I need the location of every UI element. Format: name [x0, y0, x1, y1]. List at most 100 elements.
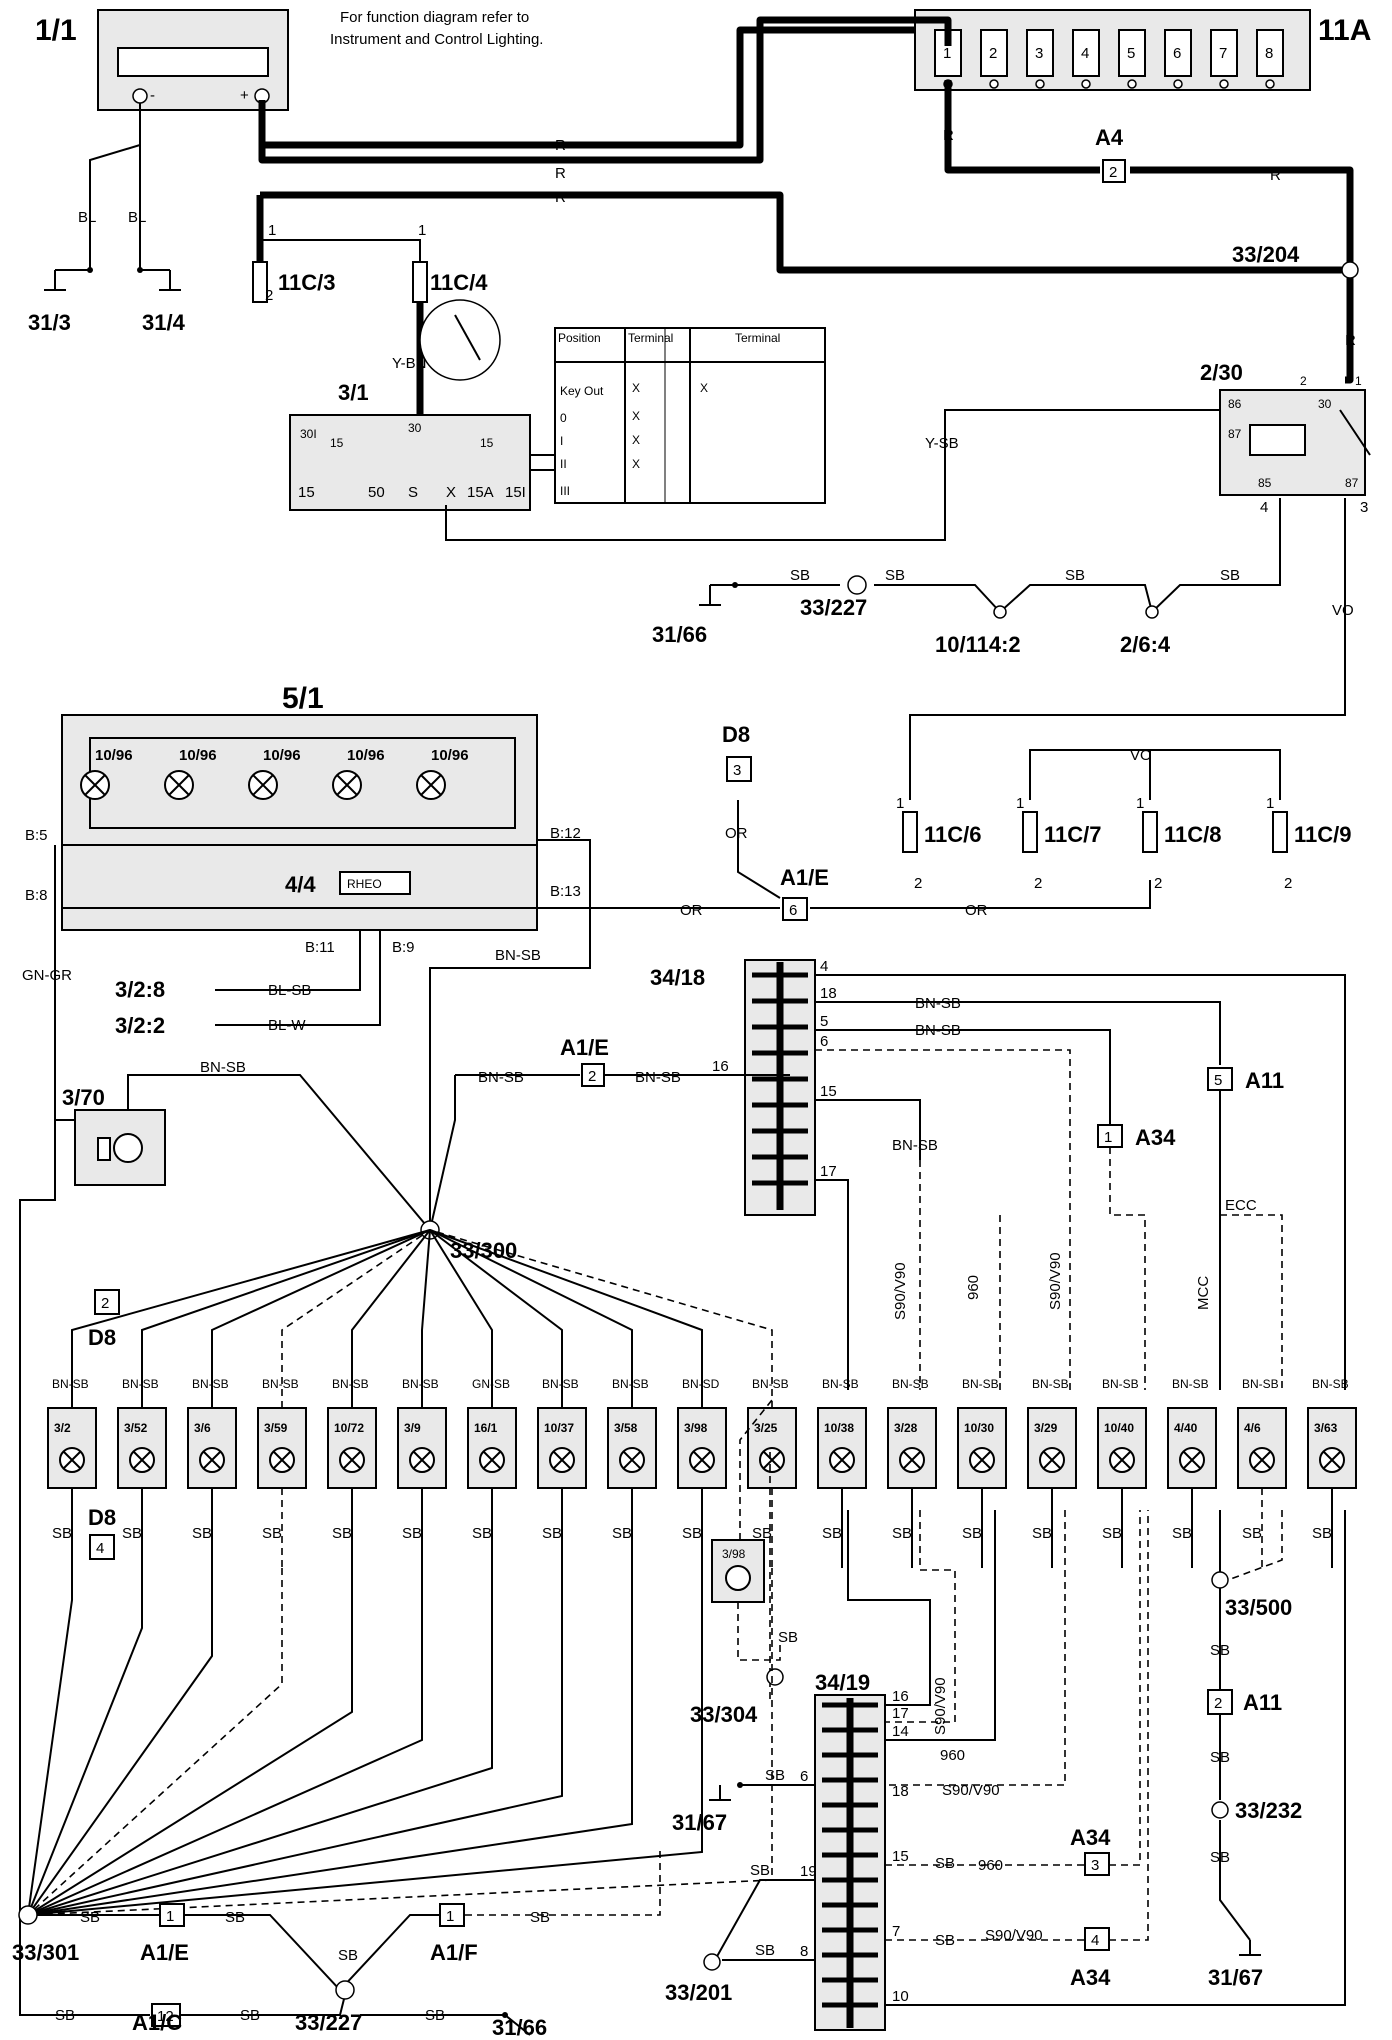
svg-text:BN-SB: BN-SB	[892, 1377, 929, 1391]
a34-b2-label: A34	[1070, 1965, 1111, 1990]
svg-text:BN-SB: BN-SB	[752, 1377, 789, 1391]
pin-34-18: 5	[820, 1013, 828, 1030]
svg-text:960: 960	[965, 1275, 982, 1300]
instrument-label: 5/1	[282, 682, 324, 715]
pin-34-18: 15	[820, 1083, 837, 1100]
a1e-bot-pin	[159, 1903, 185, 1927]
lamp-label: 3/58	[614, 1421, 638, 1435]
a34-b1-label: A34	[1070, 1825, 1111, 1850]
splice-33-500-label: 33/500	[1225, 1595, 1292, 1620]
svg-text:R: R	[555, 137, 566, 154]
svg-text:X: X	[632, 457, 640, 471]
splice-33-201	[703, 1953, 721, 1971]
a1f-pin	[439, 1903, 465, 1927]
battery-label: 1/1	[35, 14, 77, 47]
svg-text:86: 86	[1228, 397, 1242, 411]
svg-text:2: 2	[1034, 875, 1042, 892]
svg-text:SB: SB	[240, 2007, 260, 2024]
svg-text:BN-SB: BN-SB	[478, 1069, 524, 1086]
svg-text:BL: BL	[128, 209, 146, 226]
pin-34-18: 18	[820, 985, 837, 1002]
svg-text:Position: Position	[558, 331, 601, 345]
lamp-label: 10/72	[334, 1421, 364, 1435]
a1f-label: A1/F	[430, 1940, 478, 1965]
svg-text:+: +	[240, 87, 249, 104]
svg-text:R: R	[1345, 332, 1356, 349]
svg-text:1: 1	[1355, 374, 1362, 388]
fuse-slot-label: 3	[1035, 45, 1043, 62]
svg-text:VO: VO	[1332, 602, 1354, 619]
svg-text:BN-SB: BN-SB	[200, 1059, 246, 1076]
splice-33-304-label: 33/304	[690, 1702, 758, 1727]
svg-text:B:12: B:12	[550, 825, 581, 842]
fuse-slot	[1210, 29, 1238, 77]
a11-bot-label: A11	[1243, 1690, 1282, 1715]
lamp-label: 16/1	[474, 1421, 498, 1435]
svg-text:2: 2	[1284, 875, 1292, 892]
svg-text:S90/V90: S90/V90	[1047, 1252, 1064, 1310]
svg-text:BN-SB: BN-SB	[495, 947, 541, 964]
fuse-slot-label: 2	[989, 45, 997, 62]
wire-r-2	[258, 26, 915, 149]
svg-text:SB: SB	[122, 1525, 142, 1542]
fuse-slot	[1026, 29, 1054, 77]
svg-text:BN-SB: BN-SB	[122, 1377, 159, 1391]
wire-r-a4	[944, 80, 1100, 174]
fuse-11c4-label: 11C/4	[430, 270, 488, 295]
svg-text:15A: 15A	[467, 484, 494, 501]
svg-text:BN-SB: BN-SB	[192, 1377, 229, 1391]
svg-text:SB: SB	[332, 1525, 352, 1542]
a4-pin	[1102, 159, 1126, 183]
d8-mid-pin	[94, 1289, 120, 1315]
svg-text:Terminal: Terminal	[735, 331, 780, 345]
svg-text:BN-SB: BN-SB	[542, 1377, 579, 1391]
lamp-block-label: 3/70	[62, 1085, 105, 1110]
svg-text:1: 1	[1266, 795, 1274, 812]
ref-3-2-2: 3/2:2	[115, 1013, 165, 1038]
svg-text:12: 12	[157, 2008, 174, 2025]
instrument-lamp-label: 10/96	[179, 747, 217, 764]
ground-31-3: 31/3	[28, 310, 71, 335]
d8-mid-label: D8	[88, 1325, 116, 1350]
svg-text:50: 50	[368, 484, 385, 501]
a1e-mid-label: A1/E	[560, 1035, 609, 1060]
lamp-label: 4/40	[1174, 1421, 1198, 1435]
splice-33-204	[1341, 261, 1359, 279]
pin-34-19: 19	[800, 1863, 817, 1880]
svg-text:2: 2	[1214, 1695, 1222, 1712]
svg-text:BN-SB: BN-SB	[915, 1022, 961, 1039]
splice-33-301	[18, 1905, 38, 1925]
svg-text:SB: SB	[752, 1525, 772, 1542]
lamp-label: 3/29	[1034, 1421, 1058, 1435]
fuse-11c4	[412, 261, 428, 303]
lamp-label: 10/40	[1104, 1421, 1134, 1435]
fuse-slot	[1256, 29, 1284, 77]
svg-text:30: 30	[1318, 397, 1332, 411]
fuse-lower	[1022, 811, 1038, 853]
svg-text:87: 87	[1228, 427, 1242, 441]
relay-label: 2/30	[1200, 360, 1243, 385]
splice-33-304	[766, 1668, 784, 1686]
ignition-switch	[289, 299, 555, 511]
svg-text:SB: SB	[262, 1525, 282, 1542]
svg-text:SB: SB	[778, 1629, 798, 1646]
svg-text:1: 1	[1136, 795, 1144, 812]
lamp-box	[257, 1407, 307, 1489]
fuse-slot-label: 6	[1173, 45, 1181, 62]
pin-34-18: 4	[820, 958, 828, 975]
svg-text:BN-SB: BN-SB	[635, 1069, 681, 1086]
instrument-lamp-label: 10/96	[263, 747, 301, 764]
svg-text:2: 2	[1300, 374, 1307, 388]
svg-text:MCC: MCC	[1195, 1276, 1212, 1310]
svg-text:3: 3	[1091, 1857, 1099, 1874]
fuse-slot	[1072, 29, 1100, 77]
pin-34-19: 8	[800, 1943, 808, 1960]
svg-text:1: 1	[446, 1908, 454, 1925]
svg-text:3/98: 3/98	[722, 1547, 746, 1561]
ground-31-67-mid: 31/67	[672, 1810, 727, 1835]
fuse-lower-label: 11C/6	[924, 822, 982, 847]
splice-33-232	[1211, 1801, 1229, 1819]
pin-34-18: 6	[820, 1033, 828, 1050]
a34-top-label: A34	[1135, 1125, 1176, 1150]
conn-34-18-label: 34/18	[650, 965, 705, 990]
